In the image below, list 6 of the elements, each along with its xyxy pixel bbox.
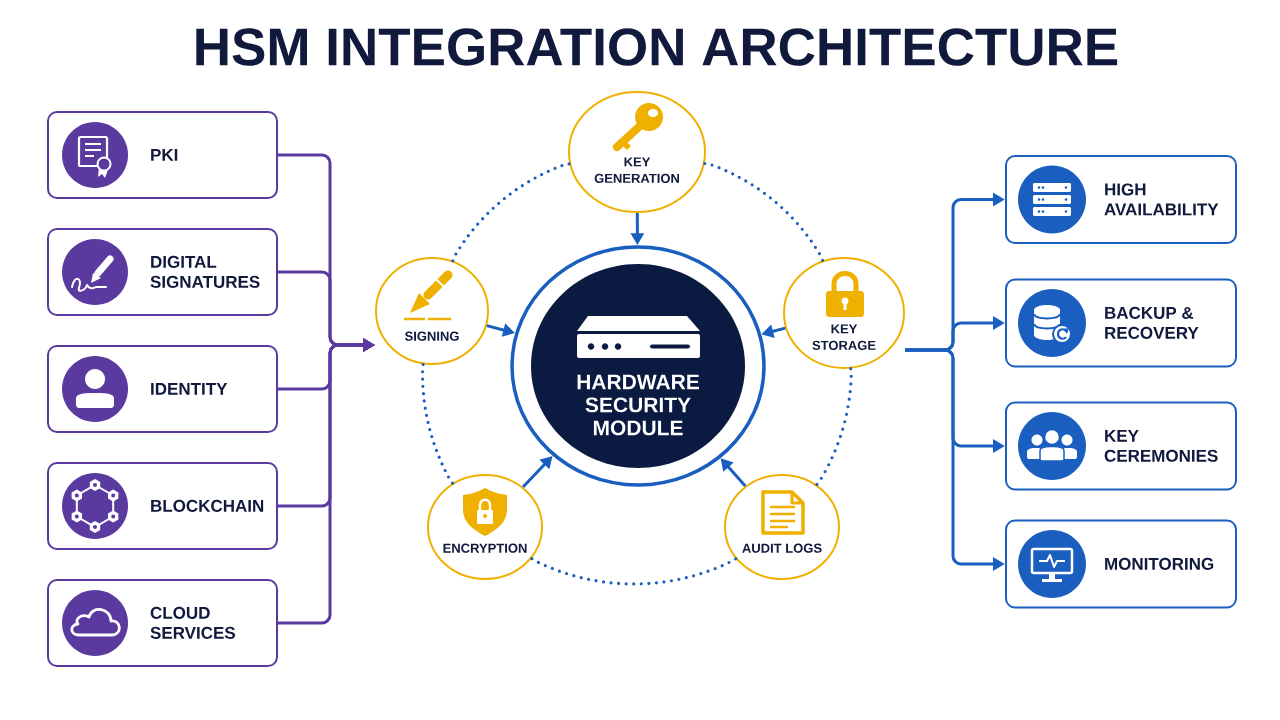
dotted-line	[703, 161, 825, 263]
dotted-line	[530, 556, 738, 586]
dotted-line	[420, 362, 455, 485]
title: HSM INTEGRATION ARCHITECTURE	[196, 28, 1118, 66]
dotted-line	[451, 162, 571, 263]
dotted-line	[815, 367, 853, 487]
